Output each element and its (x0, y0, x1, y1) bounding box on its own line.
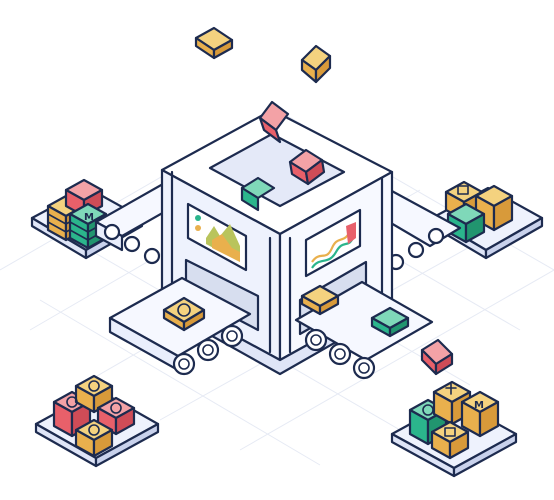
m-letter-icon: M (84, 212, 94, 223)
c-logo-icon (177, 303, 191, 317)
bottom-right-token-stack: M (390, 380, 518, 478)
coin-stack-icon (66, 396, 78, 408)
front-left-conveyor (108, 276, 252, 376)
v-logo-icon (88, 424, 100, 436)
left-token-stack: M (30, 178, 144, 260)
bottom-left-token-stack (34, 374, 160, 468)
chart-panel-icon (186, 202, 248, 272)
wave-chart-panel-icon (304, 208, 362, 278)
front-right-conveyor (294, 280, 454, 380)
right-token-stack (430, 180, 544, 260)
falling-token-icon (194, 26, 332, 212)
svg-text:M: M (474, 400, 484, 411)
network-icon (445, 383, 457, 395)
chip-icon (457, 185, 469, 195)
